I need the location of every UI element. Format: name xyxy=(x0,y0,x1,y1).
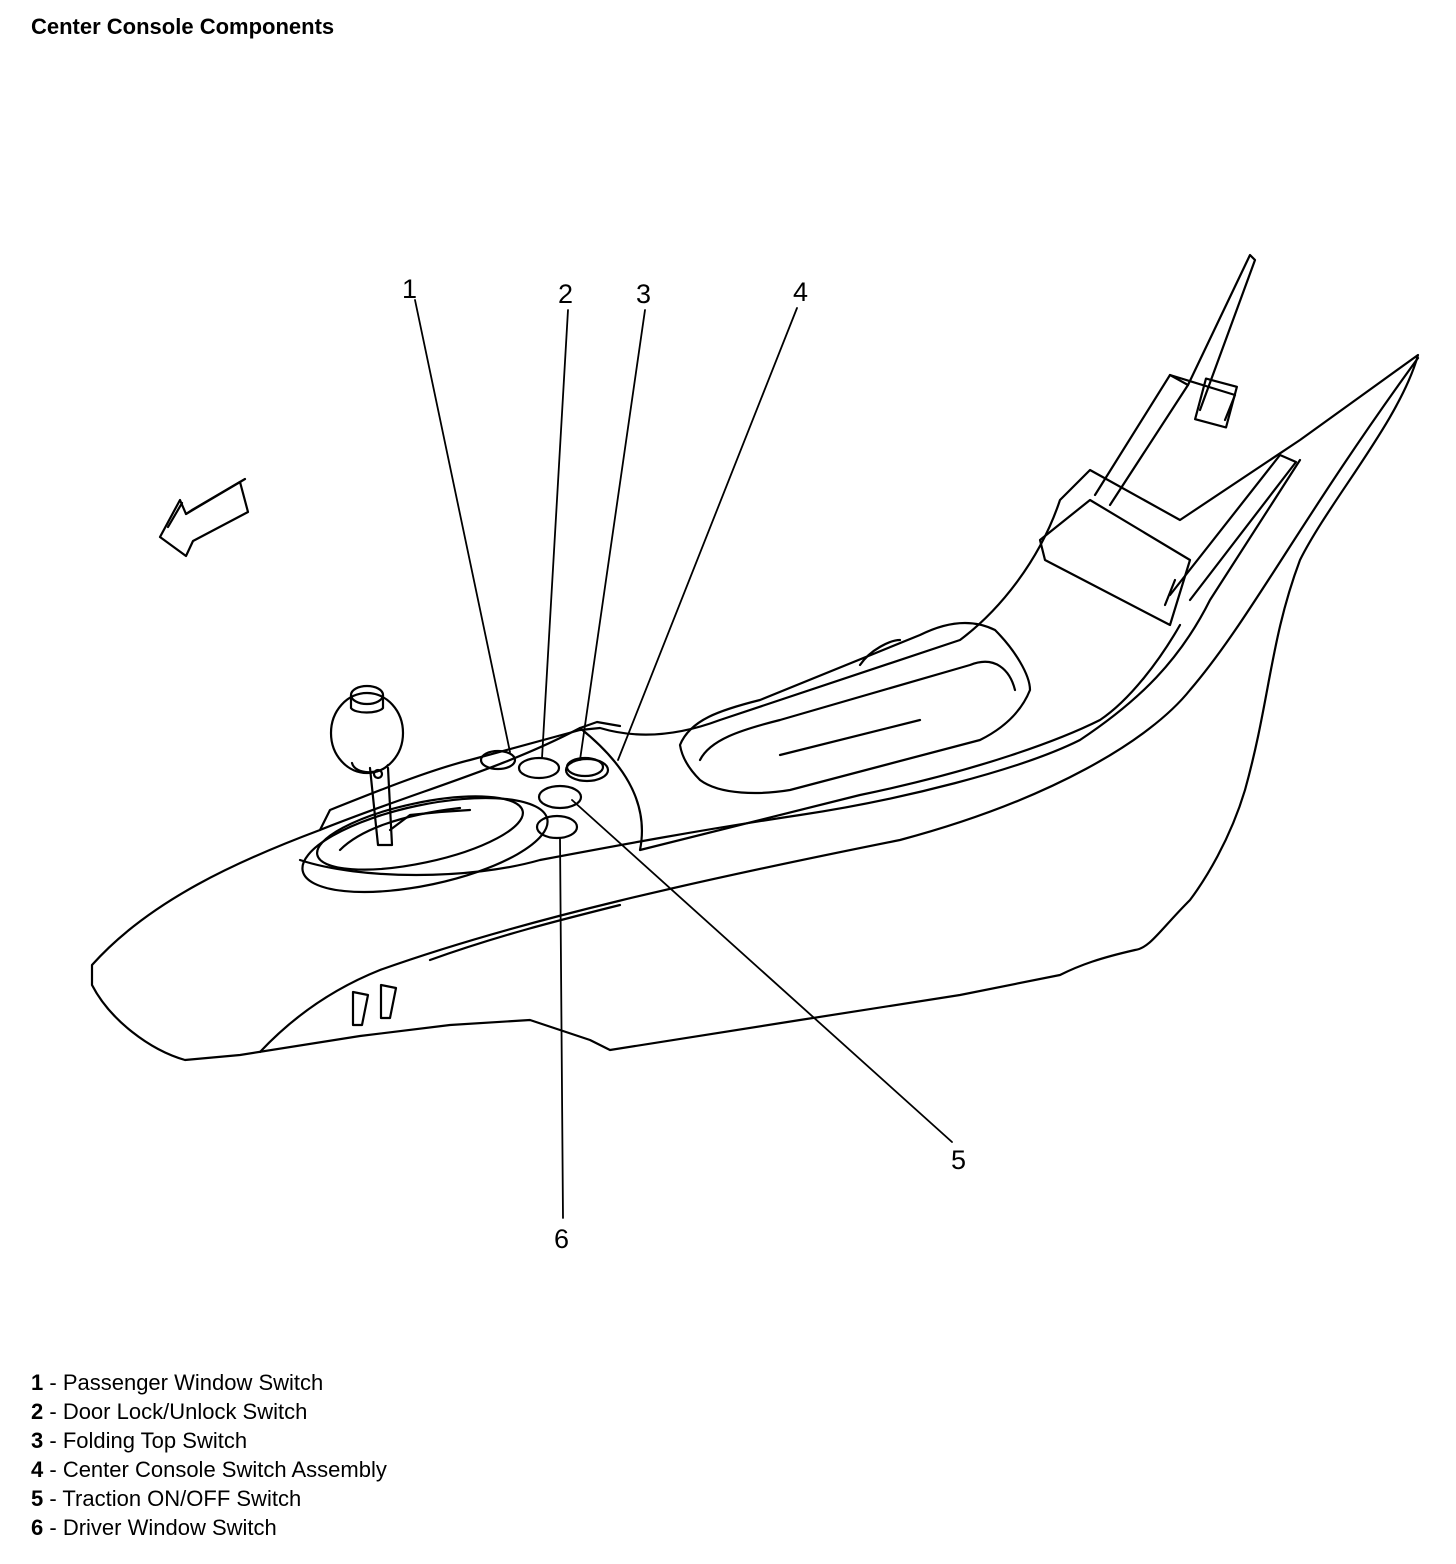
switch-buttons xyxy=(479,749,610,840)
legend-item-3: 3 - Folding Top Switch xyxy=(31,1428,248,1453)
legend-item-1: 1 - Passenger Window Switch xyxy=(31,1370,324,1395)
legend-item-4: 4 - Center Console Switch Assembly xyxy=(31,1457,387,1482)
armrest-lid xyxy=(678,621,1032,795)
legend-item-5: 5 - Traction ON/OFF Switch xyxy=(31,1486,302,1511)
callout-6: 6 xyxy=(554,1224,569,1254)
callout-3: 3 xyxy=(636,279,651,309)
page-title: Center Console Components xyxy=(31,14,335,39)
side-vents xyxy=(351,983,398,1027)
legend-item-6: 6 - Driver Window Switch xyxy=(31,1515,277,1540)
legend-item-2: 2 - Door Lock/Unlock Switch xyxy=(31,1399,308,1424)
legend: 1 - Passenger Window Switch 2 - Door Loc… xyxy=(31,1368,387,1542)
callout-5: 5 xyxy=(951,1145,966,1175)
gear-shift-lever xyxy=(329,684,405,847)
callout-4: 4 xyxy=(793,277,808,307)
console-top-surface xyxy=(298,458,1302,877)
callout-leaders xyxy=(414,299,953,1219)
front-direction-arrow-icon xyxy=(158,477,250,558)
shifter-ring xyxy=(301,795,549,894)
console-body xyxy=(90,353,1420,1062)
callout-2: 2 xyxy=(558,279,573,309)
callout-1: 1 xyxy=(402,274,417,304)
rear-bracket xyxy=(1038,253,1298,627)
